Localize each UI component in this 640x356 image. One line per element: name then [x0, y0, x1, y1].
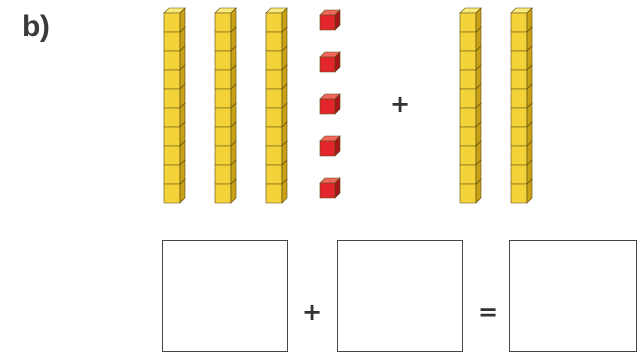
rod-cube-face [510, 12, 528, 33]
equation-plus-sign: + [302, 298, 323, 326]
rod-cube-face [214, 50, 232, 71]
rod-cube-face [459, 88, 477, 109]
base-ten-blocks [163, 7, 533, 204]
rod-cube-face [265, 12, 283, 33]
rod-cube-face [163, 88, 181, 109]
tens-rod-left-2 [214, 7, 237, 204]
rod-cube-face [265, 50, 283, 71]
rod-cube-face [163, 12, 181, 33]
answer-box-1[interactable] [162, 240, 288, 352]
rod-cube-side [230, 178, 237, 204]
rod-cube-face [510, 31, 528, 52]
rod-cube-face [214, 164, 232, 185]
tens-rod-right-2 [510, 7, 533, 204]
unit-cube-front [319, 182, 336, 199]
rod-cube-face [265, 126, 283, 147]
rod-cube-face [214, 126, 232, 147]
rod-cube-face [459, 12, 477, 33]
answer-box-3[interactable] [509, 240, 637, 352]
rod-cube-side [475, 178, 482, 204]
tens-rod-left-1 [163, 7, 186, 204]
rod-cube-face [214, 69, 232, 90]
rod-cube-face [214, 183, 232, 204]
rod-cube-face [163, 107, 181, 128]
unit-cube-front [319, 14, 336, 31]
unit-cube-5 [319, 177, 341, 199]
rod-cube-side [526, 178, 533, 204]
rod-cube-face [459, 31, 477, 52]
unit-cube-side [334, 93, 341, 115]
rod-cube-face [510, 50, 528, 71]
rod-cube-face [163, 145, 181, 166]
unit-cube-side [334, 135, 341, 157]
rod-cube-face [459, 145, 477, 166]
rod-cube-face [163, 69, 181, 90]
unit-cube-side [334, 51, 341, 73]
rod-cube-face [459, 107, 477, 128]
rod-cube-side [179, 178, 186, 204]
rod-cube-face [163, 164, 181, 185]
rod-cube-face [265, 107, 283, 128]
rod-cube-face [214, 31, 232, 52]
rod-cube-face [459, 183, 477, 204]
rod-cube-face [265, 31, 283, 52]
unit-cube-front [319, 98, 336, 115]
rod-cube-face [214, 88, 232, 109]
rod-cube-side [281, 178, 288, 204]
answer-box-2[interactable] [337, 240, 463, 352]
equation-equals-sign: = [478, 298, 499, 326]
rod-cube-face [163, 50, 181, 71]
unit-cube-1 [319, 9, 341, 31]
unit-cube-3 [319, 93, 341, 115]
rod-cube-face [510, 164, 528, 185]
rod-cube-face [510, 88, 528, 109]
rod-cube-face [214, 107, 232, 128]
rod-cube-face [265, 164, 283, 185]
unit-cube-side [334, 9, 341, 31]
unit-cube-side [334, 177, 341, 199]
tens-rod-left-3 [265, 7, 288, 204]
rod-cube-face [510, 126, 528, 147]
rod-cube-face [265, 69, 283, 90]
rod-cube-face [163, 183, 181, 204]
rod-cube-face [265, 88, 283, 109]
tens-rod-right-1 [459, 7, 482, 204]
rod-cube-face [510, 69, 528, 90]
unit-cube-4 [319, 135, 341, 157]
unit-cube-front [319, 140, 336, 157]
rod-cube-face [510, 145, 528, 166]
rod-cube-face [214, 145, 232, 166]
rod-cube-face [459, 164, 477, 185]
rod-cube-face [265, 145, 283, 166]
part-label: b) [22, 10, 50, 43]
rod-cube-face [510, 183, 528, 204]
rod-cube-face [163, 31, 181, 52]
rod-cube-face [459, 50, 477, 71]
unit-cube-2 [319, 51, 341, 73]
model-plus-sign: + [390, 90, 411, 118]
rod-cube-face [163, 126, 181, 147]
rod-cube-face [459, 69, 477, 90]
rod-cube-face [265, 183, 283, 204]
rod-cube-face [214, 12, 232, 33]
rod-cube-face [459, 126, 477, 147]
rod-cube-face [510, 107, 528, 128]
unit-cube-front [319, 56, 336, 73]
